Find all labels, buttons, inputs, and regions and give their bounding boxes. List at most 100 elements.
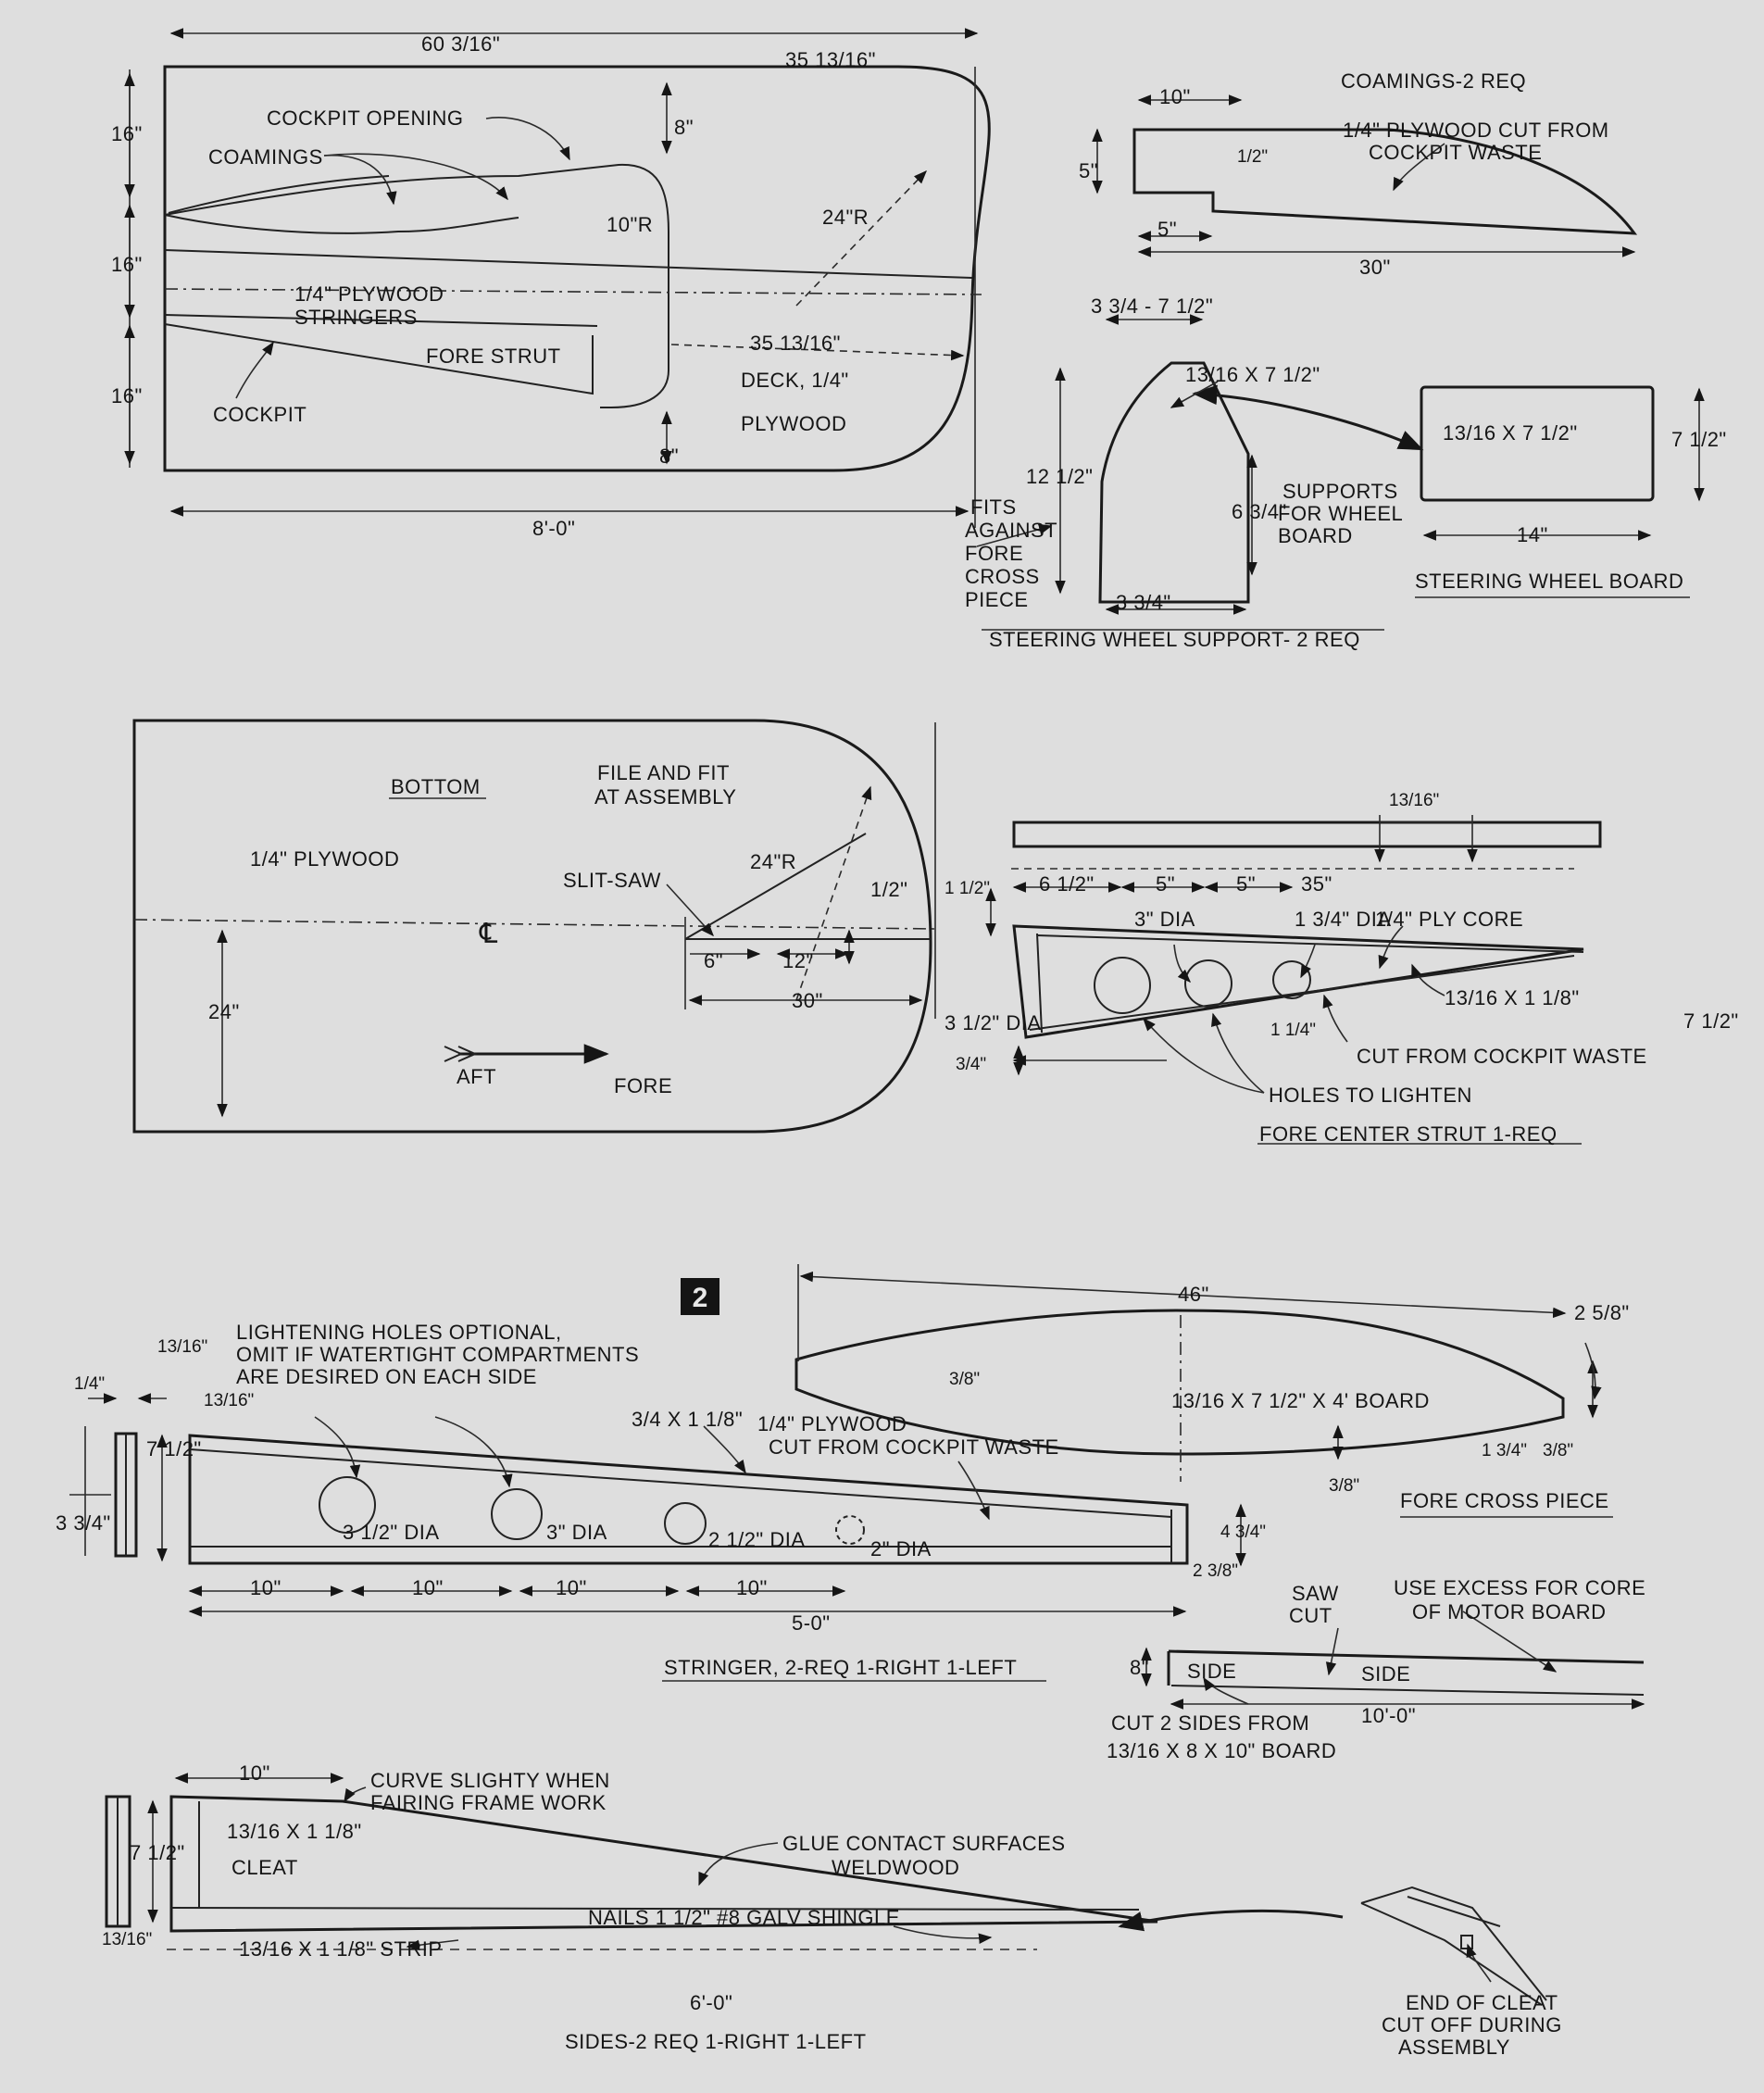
sides-title: SIDES-2 REQ 1-RIGHT 1-LEFT [565,2030,867,2053]
figure-number: 2 [693,1283,708,1313]
steering-board-title: STEERING WHEEL BOARD [1415,570,1683,593]
fcs-dim-5-a: 5" [1156,872,1175,896]
fcs-note-holes: HOLES TO LIGHTEN [1269,1084,1472,1107]
fcs-note-cut: CUT FROM COCKPIT WASTE [1357,1045,1647,1068]
deck-label-cockpit: COCKPIT [213,403,307,426]
motor-board-label-side-1: SIDE [1187,1660,1236,1683]
steering-support-part [976,314,1424,631]
bottom-dim-30: 30" [792,989,823,1012]
steering-board-dim-height: 7 1/2" [1671,428,1727,451]
fcs-dim-134dia: 1 3/4" DIA [1295,908,1392,931]
fcs-dim-strip: 13/16 X 1 1/8" [1445,986,1580,1009]
deck-label-fore-strut: FORE STRUT [426,345,561,368]
fcs-note-ply-core: 1/4" PLY CORE [1375,908,1523,931]
fcp-title: FORE CROSS PIECE [1400,1489,1609,1512]
bottom-label-slit: SLIT-SAW [563,869,661,892]
fcs-dim-6-half: 6 1/2" [1039,872,1095,896]
motor-board-label-side-2: SIDE [1361,1662,1410,1686]
fcs-dim-1-half: 1 1/2" [945,879,990,898]
stringer-hole-2: 3" DIA [546,1521,607,1544]
steering-support-note-fits-2: AGAINST [965,519,1057,542]
fcs-dim-5-b: 5" [1236,872,1256,896]
stringer-dim-length: 5-0" [792,1611,831,1635]
coamings-dim-10: 10" [1159,85,1191,108]
steering-support-dim-board: 13/16 X 7 1/2" [1185,363,1320,386]
coamings-dim-half: 1/2" [1237,147,1268,167]
deck-label-deck: DECK, 1/4" [741,369,849,392]
bottom-dim-6: 6" [704,949,723,972]
coamings-note-1: 1/4" PLYWOOD CUT FROM [1343,119,1609,142]
fcs-dim-7-half: 7 1/2" [1683,1009,1739,1033]
deck-dim-16-b: 16" [111,253,143,276]
stringer-dim-3-3-4: 3 3/4" [56,1511,111,1535]
steering-support-note-fits-4: CROSS [965,565,1040,588]
stringer-hole-1: 3 1/2" DIA [343,1521,440,1544]
bottom-plan [132,719,936,1134]
stringer-note-ply-2: CUT FROM COCKPIT WASTE [769,1435,1059,1459]
motor-board-dim-10-0: 10'-0" [1361,1704,1416,1727]
sides-dim-13-16: 13/16" [102,1930,152,1949]
steering-support-note-supports-3: BOARD [1278,524,1353,547]
fcp-dim-46: 46" [1178,1283,1209,1306]
steering-support-dim-lower: 6 3/4" [1232,500,1287,523]
fcs-dim-13-16: 13/16" [1389,791,1439,810]
motor-board-note-saw-2: CUT [1289,1604,1332,1627]
bottom-dim-24: 24" [208,1000,240,1023]
motor-board-note-use-1: USE EXCESS FOR CORE [1394,1576,1645,1599]
bottom-title: BOTTOM [391,775,481,798]
bottom-dim-half: 1/2" [870,878,907,901]
coamings-note-2: COCKPIT WASTE [1369,141,1542,164]
sides-note-glue-2: WELDWOOD [832,1856,959,1879]
steering-support-note-fits-1: FITS [970,495,1017,519]
bottom-dim-12: 12" [782,949,814,972]
motor-board-part [1141,1610,1645,1710]
bottom-note-file-2: AT ASSEMBLY [594,785,736,808]
deck-dim-24r: 24"R [822,206,869,229]
deck-label-stringers: STRINGERS [294,306,418,329]
fcs-dim-3dia: 3" DIA [1134,908,1195,931]
stringer-dim-10-d: 10" [736,1576,768,1599]
sides-note-curve-2: FAIRING FRAME WORK [370,1791,607,1814]
fcp-dim-258: 2 5/8" [1574,1301,1630,1324]
stringer-dim-13-16-b: 13/16" [204,1391,254,1410]
steering-support-note-supports-2: FOR WHEEL [1278,502,1403,525]
steering-support-title: STEERING WHEEL SUPPORT- 2 REQ [989,628,1360,651]
bottom-note-file-1: FILE AND FIT [597,761,730,784]
sides-note-end-1: END OF CLEAT [1406,1991,1558,2014]
motor-board-note-cut-2: 13/16 X 8 X 10" BOARD [1107,1739,1336,1762]
motor-board-dim-8: 8" [1130,1656,1149,1679]
fcs-dim-35: 35" [1301,872,1332,896]
bottom-centerline-mark: ℄ [479,919,498,949]
stringer-dim-13-16-a: 13/16" [157,1337,207,1357]
deck-label-coamings: COAMINGS [208,145,323,169]
steering-board-dim-width: 14" [1517,523,1548,546]
deck-dim-top-total: 60 3/16" [421,32,500,56]
bottom-label-fore: FORE [614,1074,672,1097]
deck-dim-top-right: 35 13/16" [785,48,876,71]
stringer-dim-7-half: 7 1/2" [146,1437,202,1460]
sides-dim-7-half: 7 1/2" [130,1841,185,1864]
sides-part [105,1773,1547,2006]
deck-dim-16-a: 16" [111,122,143,145]
deck-dim-16-c: 16" [111,384,143,407]
stringer-title: STRINGER, 2-REQ 1-RIGHT 1-LEFT [664,1656,1017,1679]
steering-support-dim-height: 12 1/2" [1026,465,1093,488]
bottom-dim-24r: 24"R [750,850,796,873]
stringer-note-holes-2: OMIT IF WATERTIGHT COMPARTMENTS [236,1343,639,1366]
fcs-dim-1-4: 1 1/4" [1270,1021,1316,1040]
fcp-dim-board: 13/16 X 7 1/2" X 4' BOARD [1171,1389,1430,1412]
bottom-label-plywood: 1/4" PLYWOOD [250,847,399,871]
stringer-hole-3: 2 1/2" DIA [708,1528,806,1551]
fore-cross-piece-part [794,1264,1613,1518]
stringer-hole-4: 2" DIA [870,1537,932,1560]
steering-support-dim-bottom: 3 3/4" [1116,591,1171,614]
deck-dim-35-mid: 35 13/16" [750,332,841,355]
stringer-dim-10-a: 10" [250,1576,281,1599]
fcp-dim-134: 1 3/4" [1482,1441,1527,1460]
fcp-dim-38-right: 3/8" [1543,1441,1573,1460]
deck-label-plywood-2: PLYWOOD [741,412,846,435]
steering-support-note-fits-3: FORE [965,542,1023,565]
sides-dim-6-0: 6'-0" [690,1991,732,2014]
coamings-part [1092,94,1638,257]
